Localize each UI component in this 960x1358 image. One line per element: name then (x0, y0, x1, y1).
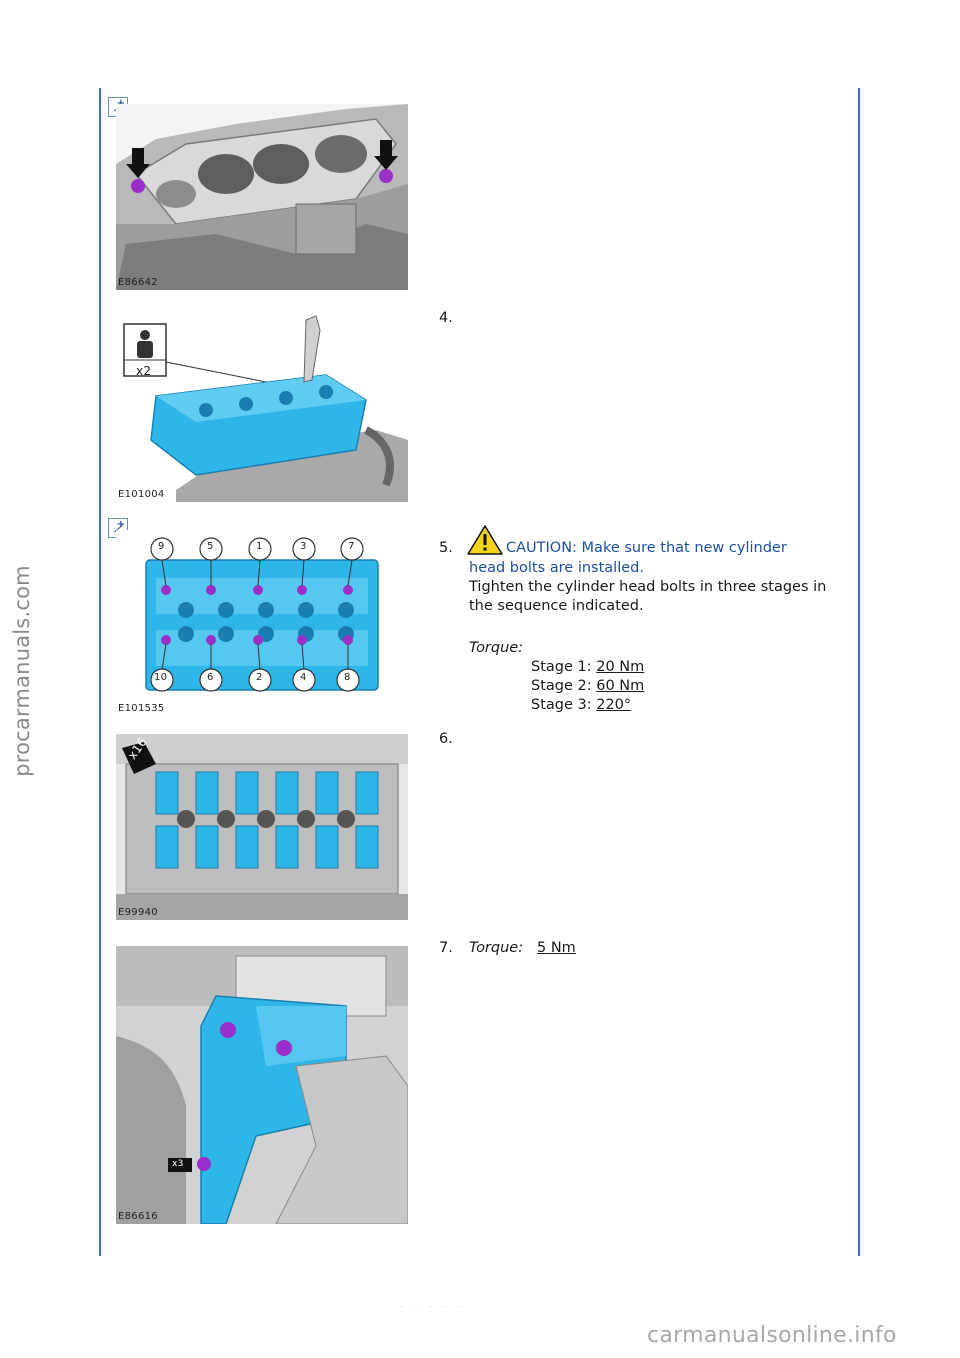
sequence-label: 4 (300, 672, 307, 683)
table-right-border (858, 88, 860, 1256)
side-watermark-text: procarmanuals.com (10, 565, 35, 777)
figure-code: E101535 (118, 703, 165, 714)
figure-engine-block-dowels: E86642 (116, 104, 408, 290)
figure-bracket-bolts: x3 E86616 (116, 946, 408, 1224)
figure-code: E86616 (118, 1211, 158, 1222)
sequence-label: 9 (158, 541, 165, 552)
page-number-footer: · · · · · (400, 1302, 465, 1313)
step-number: 6. (439, 731, 453, 747)
callout-quantity: x2 (136, 364, 152, 378)
instruction-line2: the sequence indicated. (469, 598, 644, 614)
caution-text-line1: CAUTION: Make sure that new cylinder (506, 540, 787, 556)
sequence-label: 5 (207, 541, 214, 552)
sequence-label: 10 (154, 672, 168, 683)
figure-code: E101004 (118, 489, 165, 500)
table-left-border (99, 88, 101, 1256)
warning-icon (467, 525, 503, 555)
sequence-label: 3 (300, 541, 307, 552)
sequence-label: 8 (344, 672, 351, 683)
figure-code: E99940 (118, 907, 158, 918)
sequence-label: 1 (256, 541, 263, 552)
torque-stage-3: Stage 3: 220° (531, 697, 632, 713)
sequence-label: 6 (207, 672, 214, 683)
figure-cylinder-head-install: x2 E101004 (116, 310, 408, 502)
torque-stage-2: Stage 2: 60 Nm (531, 678, 645, 694)
torque-stage-1: Stage 1: 20 Nm (531, 659, 645, 675)
figure-code: E86642 (118, 277, 158, 288)
callout-quantity: x3 (172, 1159, 184, 1169)
step-number: 5. (439, 540, 453, 556)
figure-bolt-sequence: 9 5 1 3 7 10 6 2 4 8 E101535 (116, 530, 408, 716)
footer-watermark: carmanualsonline.info (647, 1323, 897, 1348)
torque-value-link[interactable]: 20 Nm (596, 659, 645, 675)
side-watermark: procarmanuals.com (2, 556, 42, 786)
caution-text-line2: head bolts are installed. (469, 560, 644, 576)
step-number: 4. (439, 310, 453, 326)
torque-value-link[interactable]: 5 Nm (537, 940, 576, 956)
torque-value-link[interactable]: 60 Nm (596, 678, 645, 694)
figure-bearing-caps: x16 E99940 (116, 734, 408, 920)
instruction-line1: Tighten the cylinder head bolts in three… (469, 579, 827, 595)
step-number: 7. (439, 940, 453, 956)
torque-label: Torque: (469, 940, 524, 956)
torque-value-link[interactable]: 220° (596, 697, 632, 713)
sequence-label: 2 (256, 672, 263, 683)
torque-label: Torque: (469, 640, 524, 656)
sequence-label: 7 (348, 541, 355, 552)
